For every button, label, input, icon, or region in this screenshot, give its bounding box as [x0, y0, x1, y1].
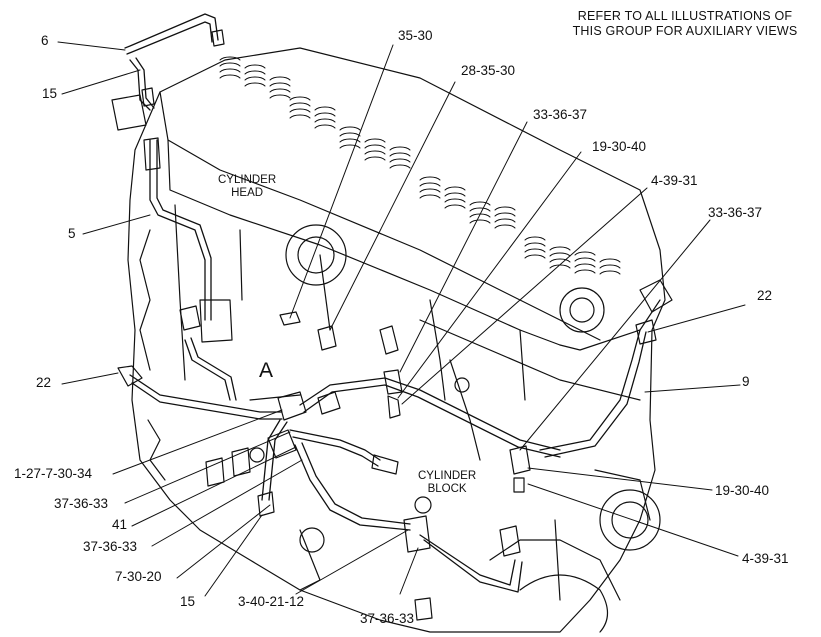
callout-28-35-30: 28-35-30: [461, 63, 516, 78]
callout-15-bottom: 15: [180, 594, 196, 609]
callout-6: 6: [41, 33, 49, 48]
callout-15-top: 15: [42, 86, 58, 101]
note-line-1: REFER TO ALL ILLUSTRATIONS OF: [577, 9, 793, 23]
note-line-2: THIS GROUP FOR AUXILIARY VIEWS: [572, 24, 798, 38]
callout-35-30: 35-30: [398, 28, 433, 43]
engine-block-outline: [127, 47, 673, 633]
cylinder-head-label: CYLINDER HEAD: [218, 174, 276, 200]
valve-springs: [219, 56, 621, 275]
cylinder-block-line-1: CYLINDER: [418, 470, 477, 482]
leader-lines: [57, 41, 746, 597]
auxiliary-views-note: REFER TO ALL ILLUSTRATIONS OF THIS GROUP…: [556, 9, 814, 39]
callout-1-27-7-30-34: 1-27-7-30-34: [14, 466, 93, 481]
cylinder-head-line-1: CYLINDER: [218, 174, 277, 186]
view-marker-a: A: [259, 359, 274, 382]
callout-19-30-40-a: 19-30-40: [592, 139, 647, 154]
callout-22-left: 22: [36, 375, 52, 390]
callout-4-39-31-b: 4-39-31: [742, 551, 789, 566]
callout-4-39-31-a: 4-39-31: [651, 173, 698, 188]
callout-37-36-33-c: 37-36-33: [360, 611, 415, 626]
callout-5: 5: [68, 226, 76, 241]
callout-19-30-40-b: 19-30-40: [715, 483, 770, 498]
cylinder-head-line-2: HEAD: [231, 187, 264, 199]
callout-41: 41: [112, 517, 128, 532]
callout-7-30-20: 7-30-20: [115, 569, 162, 584]
callout-9: 9: [742, 374, 750, 389]
callout-37-36-33-b: 37-36-33: [83, 539, 138, 554]
tube-lines: [124, 13, 647, 593]
cylinder-block-line-2: BLOCK: [427, 483, 467, 495]
cylinder-block-label: CYLINDER BLOCK: [418, 470, 476, 496]
callout-37-36-33-a: 37-36-33: [54, 496, 109, 511]
callout-33-36-37-a: 33-36-37: [533, 107, 588, 122]
callout-33-36-37-b: 33-36-37: [708, 205, 763, 220]
callout-22-right: 22: [757, 288, 773, 303]
callout-3-40-21-12: 3-40-21-12: [238, 594, 305, 609]
